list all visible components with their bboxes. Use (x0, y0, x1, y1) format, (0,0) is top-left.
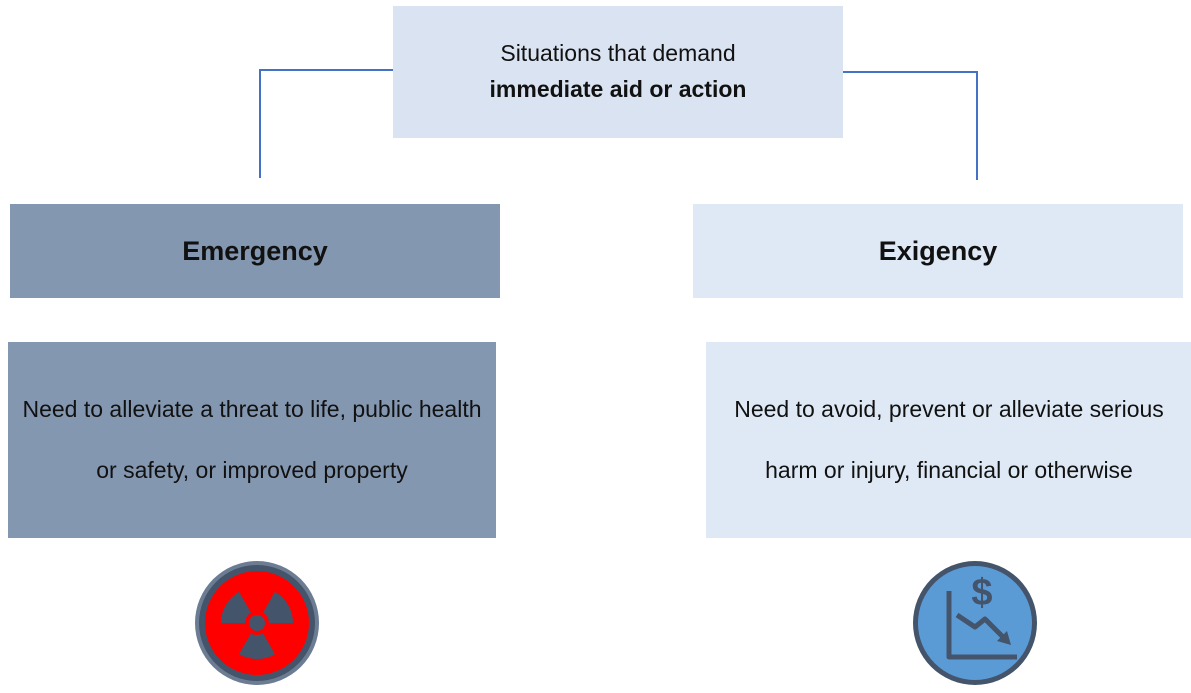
financial-decline-icon: $ (913, 561, 1037, 685)
left-connector (259, 69, 393, 178)
root-node-line1: Situations that demand (500, 40, 736, 67)
exigency-description-box: Need to avoid, prevent or alleviate seri… (706, 342, 1191, 538)
radiation-icon (195, 561, 319, 685)
exigency-description: Need to avoid, prevent or alleviate seri… (734, 396, 1164, 483)
right-connector (843, 71, 978, 180)
exigency-header: Exigency (693, 204, 1183, 298)
emergency-header: Emergency (10, 204, 500, 298)
emergency-description-box: Need to alleviate a threat to life, publ… (8, 342, 496, 538)
emergency-description: Need to alleviate a threat to life, publ… (22, 396, 482, 483)
root-node-line2: immediate aid or action (489, 76, 747, 102)
exigency-title: Exigency (878, 235, 998, 266)
svg-text:$: $ (971, 572, 992, 614)
root-node: Situations that demand immediate aid or … (393, 6, 843, 138)
emergency-title: Emergency (182, 235, 328, 266)
